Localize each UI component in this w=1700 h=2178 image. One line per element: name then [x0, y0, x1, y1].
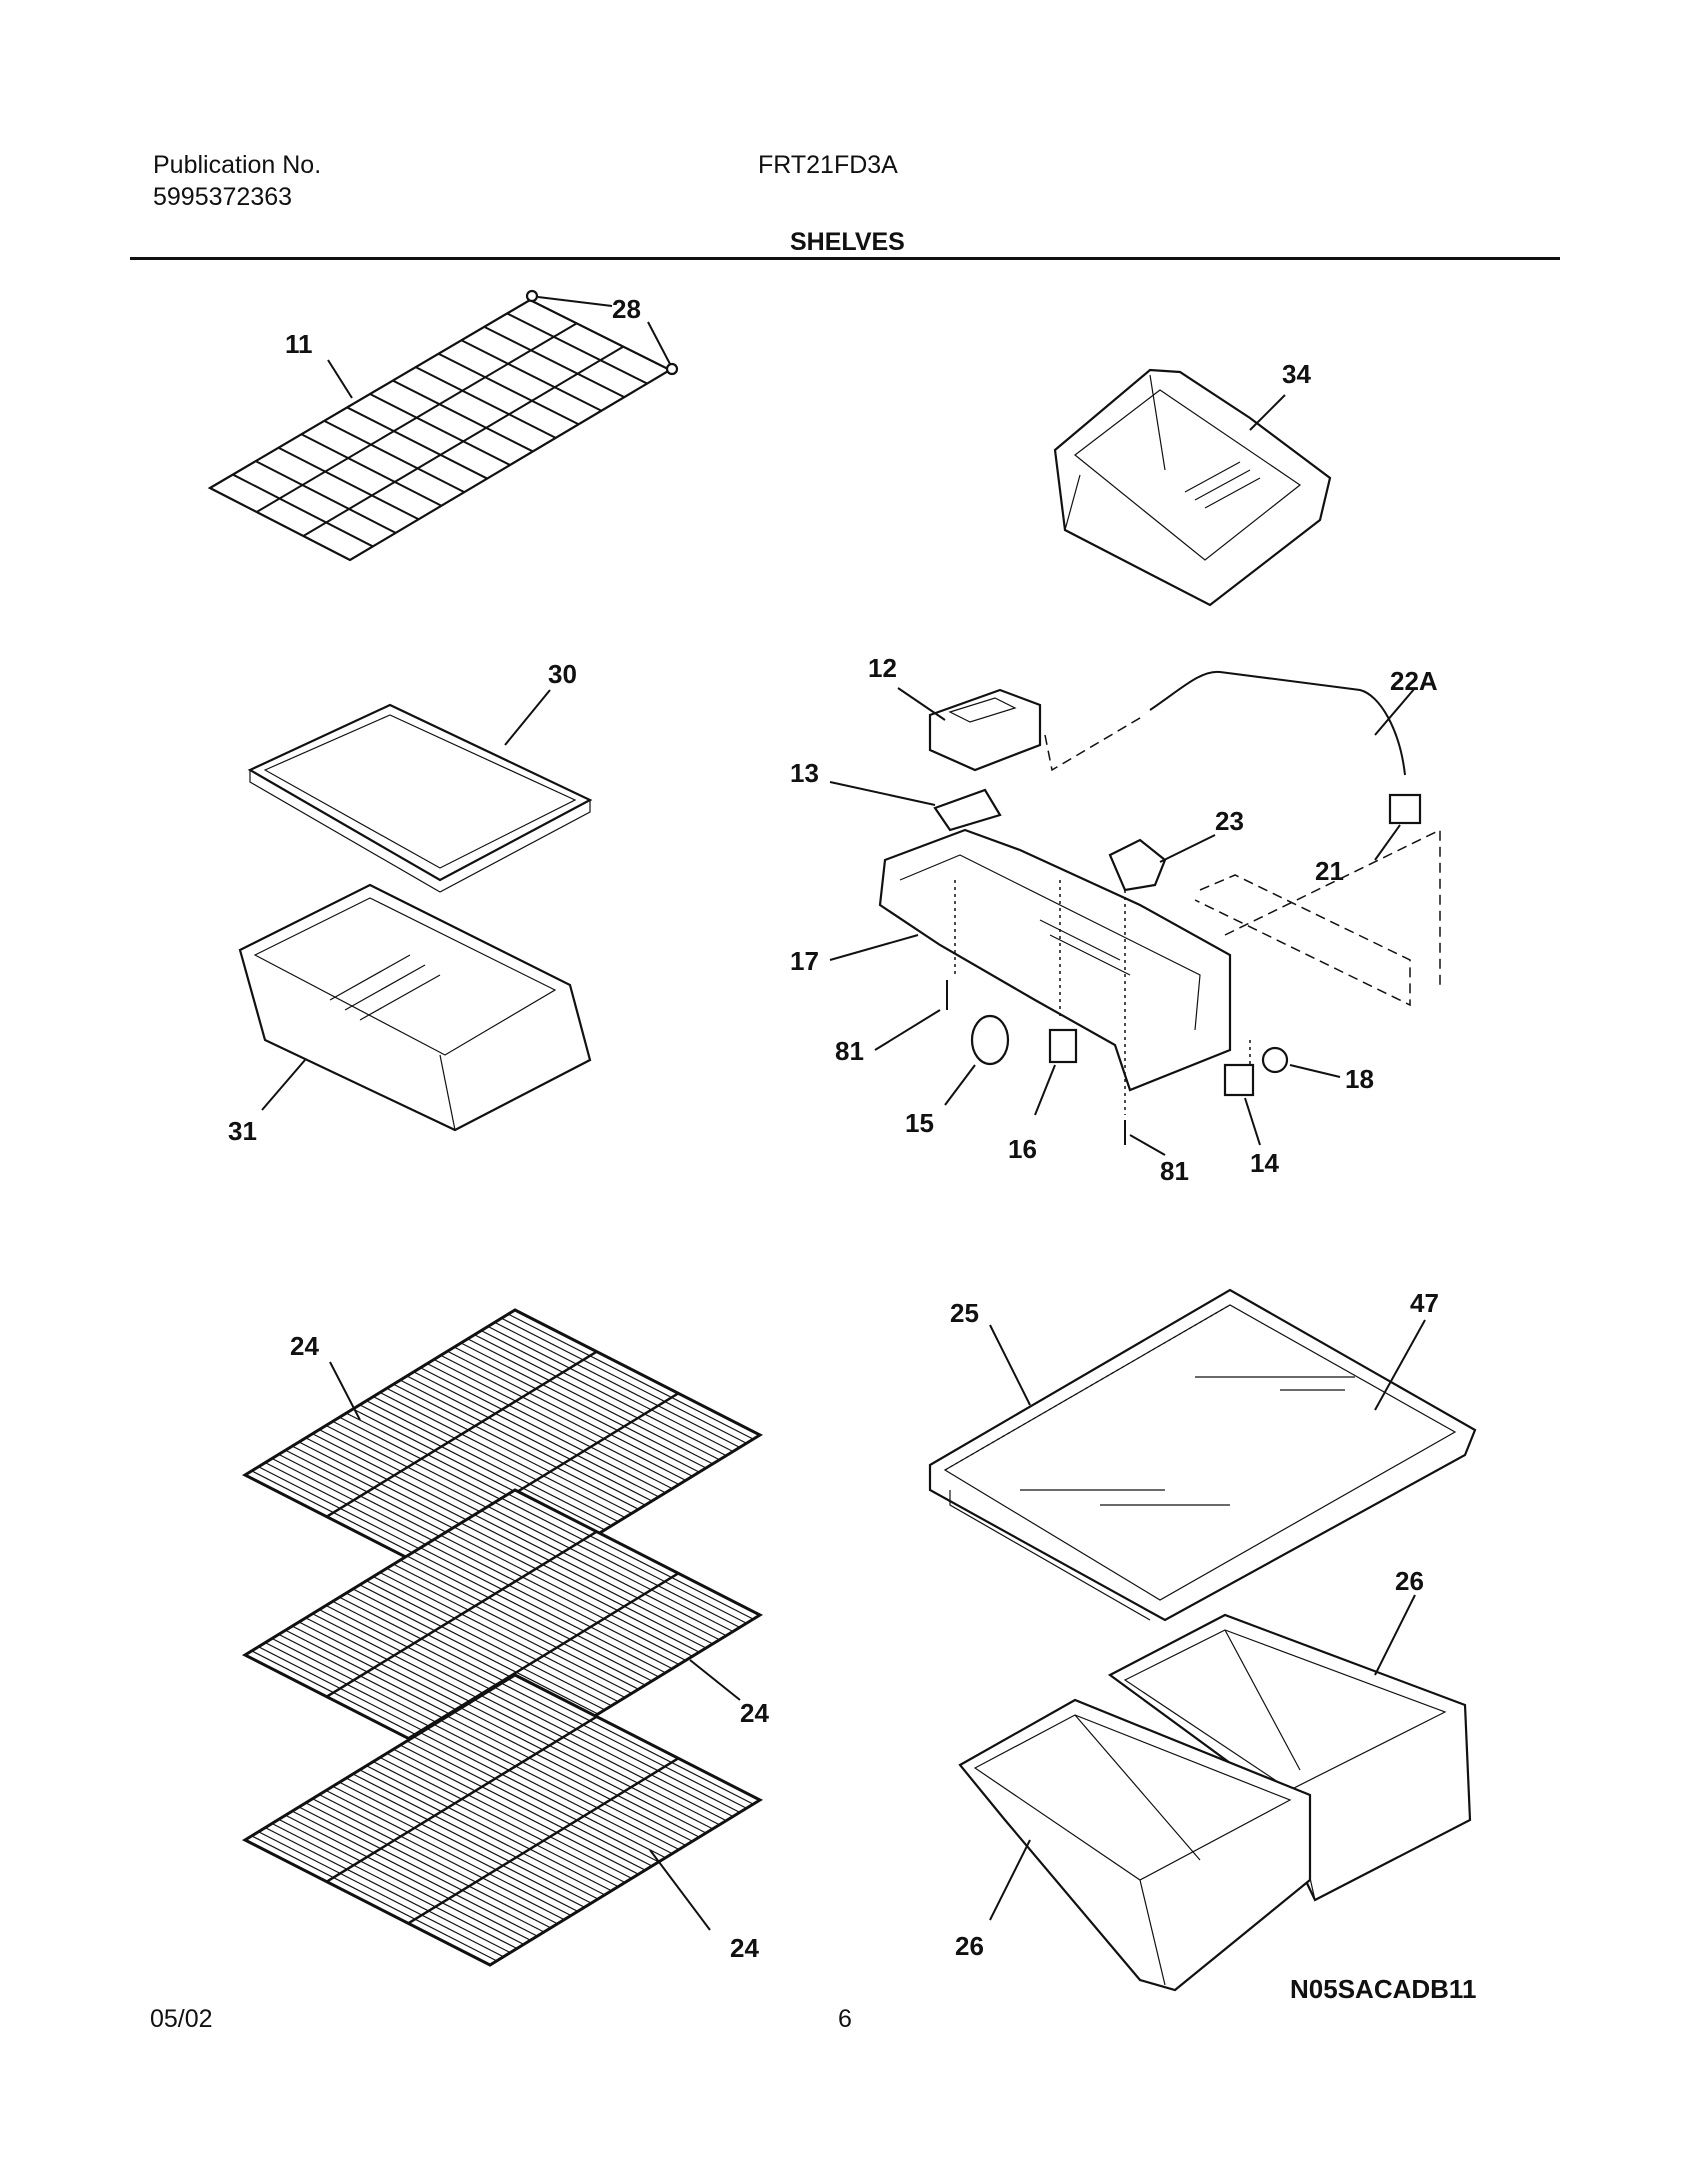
header-rule	[130, 257, 1560, 260]
leader-line	[1244, 1097, 1261, 1146]
diagram-code: N05SACADB11	[1290, 1974, 1476, 2004]
callout-24: 24	[730, 1933, 759, 1963]
leader-line	[647, 321, 671, 365]
knob	[933, 788, 1002, 832]
light-bulb	[970, 1014, 1010, 1066]
callout-26: 26	[1395, 1566, 1424, 1596]
ice-bin	[1053, 368, 1332, 607]
callout-28: 28	[612, 294, 641, 324]
callout-16: 16	[1008, 1134, 1037, 1164]
callout-11: 11	[285, 329, 313, 359]
wire-harness	[1149, 670, 1406, 776]
switch-plunger	[1261, 1046, 1289, 1074]
callout-13: 13	[790, 758, 819, 788]
leader-line	[261, 1059, 306, 1111]
callout-25: 25	[950, 1298, 979, 1328]
leader-line	[1159, 834, 1216, 863]
leader-line	[1374, 1319, 1426, 1411]
callout-31: 31	[228, 1116, 257, 1146]
thermostat-cover	[928, 688, 1042, 772]
leader-line	[327, 359, 353, 399]
crisper-glass-cover	[928, 1288, 1477, 1622]
leader-line	[897, 687, 946, 721]
fresh-food-wire-shelves	[241, 1308, 764, 1967]
callout-24: 24	[290, 1331, 319, 1361]
callout-47: 47	[1410, 1288, 1439, 1318]
callout-30: 30	[548, 659, 577, 689]
leader-line	[1129, 1134, 1166, 1156]
leader-line	[829, 781, 936, 806]
leader-line	[537, 296, 613, 307]
publication-label: Publication No.	[153, 151, 322, 179]
callout-22a: 22A	[1390, 666, 1438, 696]
model-number: FRT21FD3A	[758, 151, 898, 179]
callout-14: 14	[1250, 1148, 1279, 1178]
leader-line	[989, 1324, 1031, 1406]
callout-15: 15	[905, 1108, 934, 1138]
callout-81: 81	[1160, 1156, 1189, 1186]
section-title: SHELVES	[790, 228, 905, 256]
shelf-end-cap	[525, 289, 539, 303]
control-housing	[878, 828, 1232, 1092]
callout-23: 23	[1215, 806, 1244, 836]
callout-18: 18	[1345, 1064, 1374, 1094]
leader-line	[329, 1361, 361, 1421]
leader-line	[504, 689, 551, 746]
crisper-cover	[247, 703, 593, 893]
footer-date: 05/02	[150, 2005, 213, 2033]
thermostat	[1108, 838, 1167, 892]
leader-line	[1289, 1064, 1341, 1078]
light-socket	[1048, 1028, 1078, 1064]
leader-line	[649, 1849, 711, 1931]
callout-81: 81	[835, 1036, 864, 1066]
callout-34: 34	[1282, 359, 1311, 389]
freezer-wire-shelf	[207, 298, 673, 562]
freezer-basket	[238, 883, 592, 1132]
light-switch	[1223, 1063, 1255, 1097]
leader-line	[1249, 394, 1286, 431]
leader-line	[989, 1839, 1031, 1921]
leader-line	[829, 934, 919, 961]
leader-line	[874, 1009, 941, 1051]
callout-17: 17	[790, 946, 819, 976]
leader-line	[944, 1064, 976, 1106]
leader-line	[1374, 824, 1401, 861]
publication-number: 5995372363	[153, 183, 293, 211]
callout-26: 26	[955, 1931, 984, 1961]
page-number: 6	[838, 2005, 852, 2033]
leader-line	[1374, 687, 1416, 736]
callout-12: 12	[868, 653, 897, 683]
callout-24: 24	[740, 1698, 769, 1728]
shelf-end-cap	[665, 362, 679, 376]
leader-line	[689, 1659, 741, 1701]
leader-line	[1374, 1594, 1416, 1676]
leader-line	[1034, 1064, 1056, 1116]
callout-21: 21	[1315, 856, 1344, 886]
connector	[1388, 793, 1422, 825]
